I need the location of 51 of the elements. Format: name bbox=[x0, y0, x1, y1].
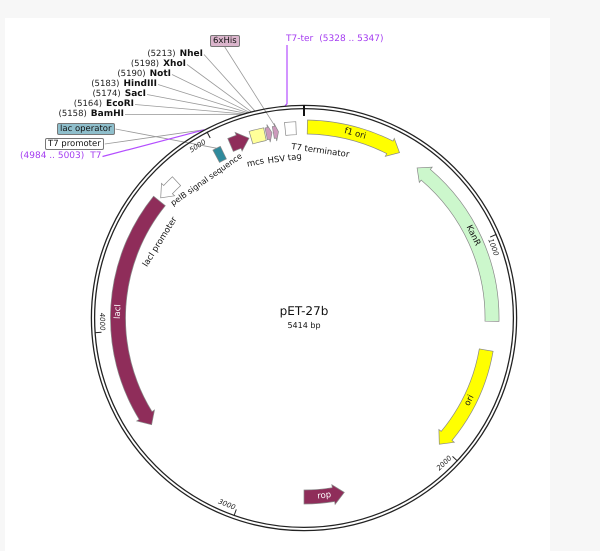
site-position: (5190) bbox=[117, 69, 146, 79]
plasmid-size: 5414 bp bbox=[287, 320, 321, 331]
enzyme-name: SacI bbox=[124, 89, 146, 99]
feature-box bbox=[284, 121, 297, 136]
site-position: (5213) bbox=[147, 49, 176, 59]
leader-line bbox=[284, 45, 288, 106]
feature-name: T7 bbox=[90, 151, 102, 161]
site-position: (5164) bbox=[74, 99, 102, 109]
feature-band bbox=[306, 120, 400, 157]
leader-line bbox=[172, 74, 250, 113]
leader-line bbox=[134, 104, 244, 114]
enzyme-name: XhoI bbox=[163, 59, 186, 69]
feature-marker bbox=[264, 124, 272, 143]
feature-tag: lac operator bbox=[57, 123, 115, 135]
site-position: (5158) bbox=[58, 109, 87, 119]
feature-name: T7-ter bbox=[286, 34, 314, 44]
feature-marker bbox=[272, 122, 279, 142]
feature-label: lacI bbox=[112, 304, 124, 320]
feature-marker bbox=[227, 132, 250, 152]
plasmid-name: pET-27b bbox=[280, 306, 328, 317]
feature-range: (4984 .. 5003) bbox=[20, 151, 84, 161]
leader-line bbox=[115, 128, 217, 149]
site-position: (5198) bbox=[130, 59, 160, 69]
feature-band bbox=[438, 348, 494, 445]
feature-label: f1 ori bbox=[343, 126, 368, 142]
feature-label: rop bbox=[316, 490, 332, 502]
enzyme-name: BamHI bbox=[90, 109, 124, 119]
enzyme-name: NotI bbox=[150, 69, 171, 79]
feature-range: (5328 .. 5347) bbox=[319, 34, 384, 44]
leader-line bbox=[158, 84, 248, 113]
leader-line bbox=[104, 129, 205, 144]
feature-label: mcs bbox=[246, 156, 266, 170]
leader-line bbox=[204, 54, 256, 112]
feature-band bbox=[416, 166, 500, 322]
leader-line bbox=[124, 114, 242, 115]
leader-line bbox=[146, 94, 246, 114]
feature-band bbox=[304, 484, 345, 505]
feature-tag: 6xHis bbox=[210, 35, 240, 47]
feature-label: KanR bbox=[464, 224, 482, 248]
enzyme-name: EcoRI bbox=[106, 99, 134, 109]
leader-line bbox=[102, 129, 204, 158]
site-position: (5174) bbox=[92, 89, 121, 99]
enzyme-name: HindIII bbox=[123, 79, 157, 89]
site-position: (5183) bbox=[91, 79, 120, 89]
leader-line bbox=[186, 64, 252, 112]
feature-label: HSV tag bbox=[267, 152, 302, 166]
feature-label: ori bbox=[462, 393, 476, 408]
enzyme-name: NheI bbox=[180, 49, 203, 59]
feature-tag: T7 promoter bbox=[45, 138, 104, 150]
leader-line bbox=[224, 46, 276, 127]
feature-box bbox=[248, 127, 267, 144]
